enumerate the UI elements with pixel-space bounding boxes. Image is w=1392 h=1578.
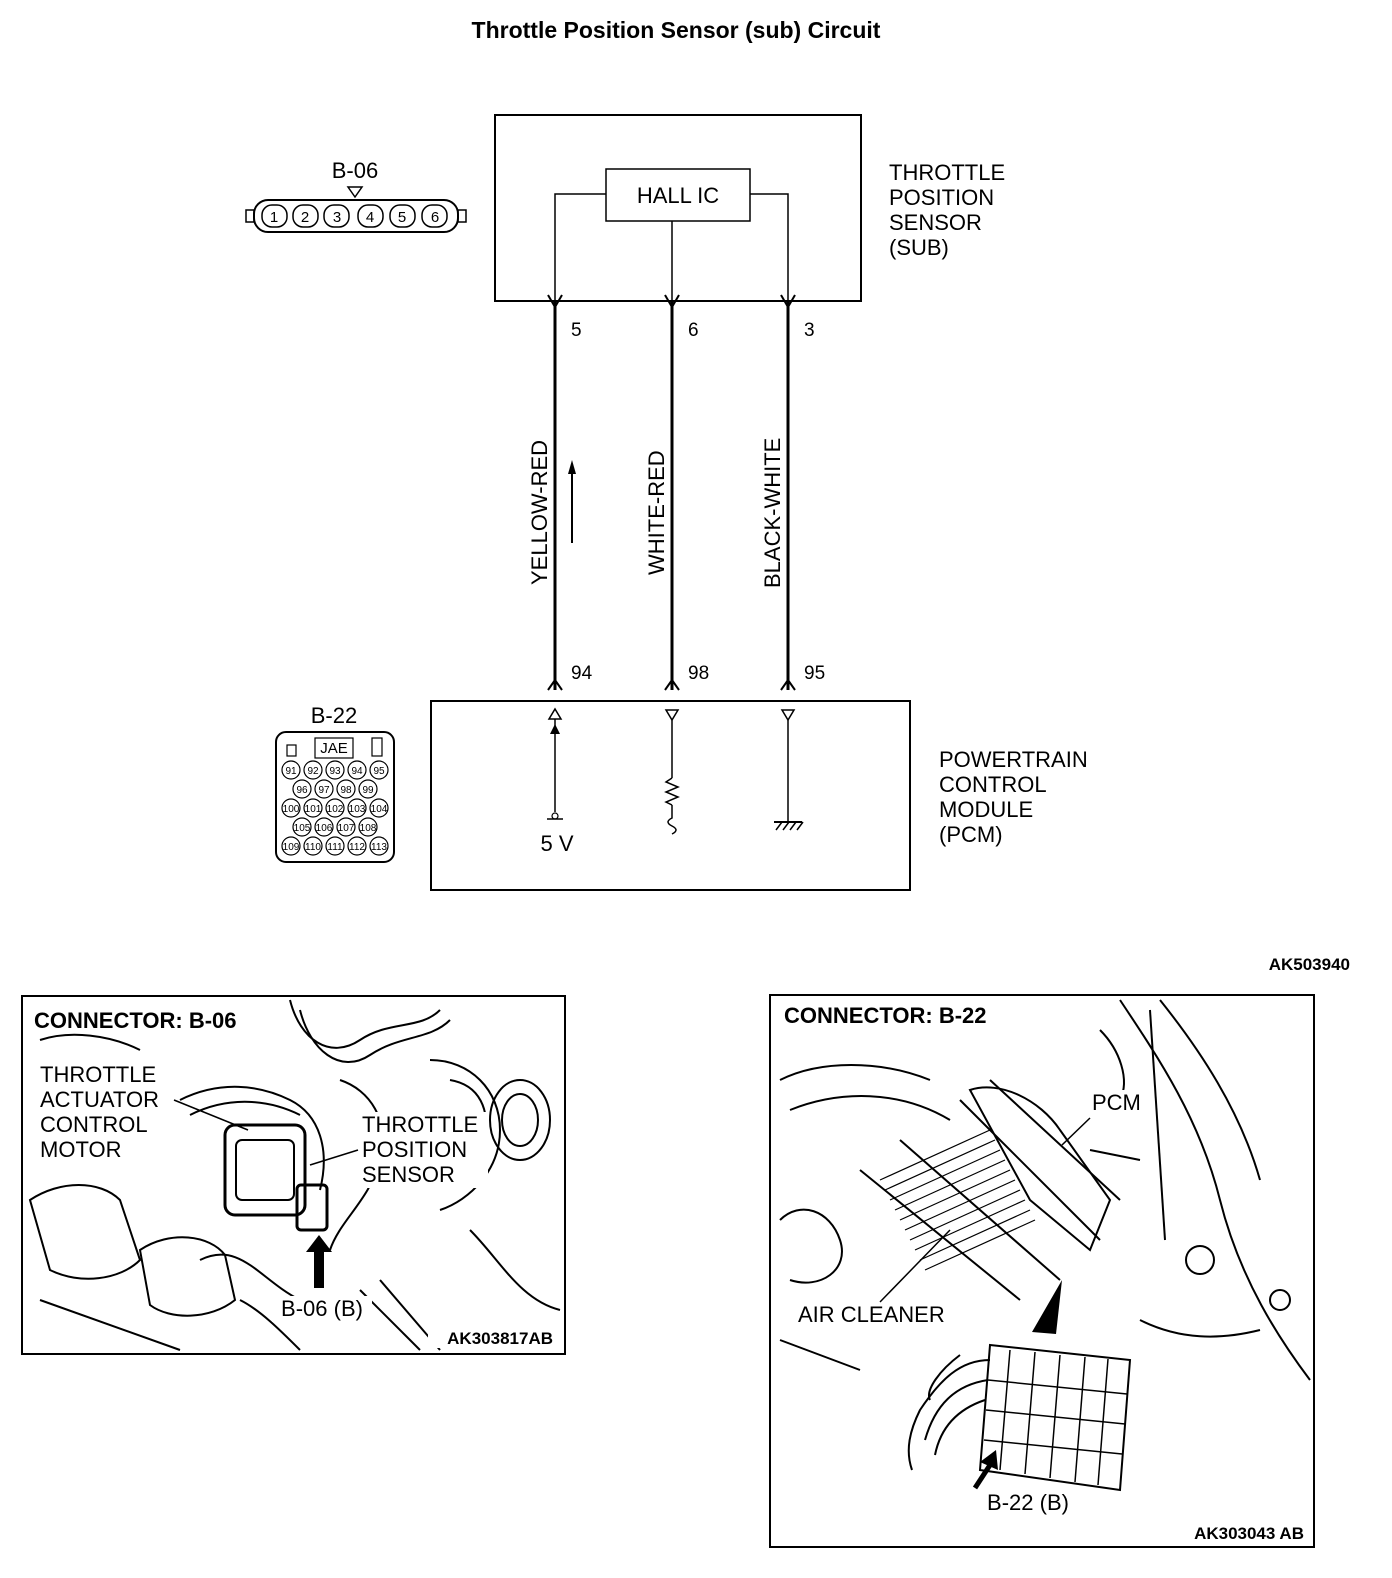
b22-pin: 107 [338,823,355,834]
b22-pin: 112 [349,842,365,853]
wire-color-label: BLACK-WHITE [760,438,785,588]
sensor-label-line: THROTTLE [889,160,1005,185]
callout-arrow [972,1450,998,1490]
b22-pin: 108 [360,823,377,834]
connector-b22-icon: B-22 JAE 91 92 93 94 95 96 97 98 99 [275,703,395,863]
diagram-code: AK503940 [1269,955,1350,974]
b22-pin: 94 [351,766,363,777]
callout-arrow [306,1235,332,1288]
b22-pin: 113 [371,842,387,853]
wire-black-white: 3 95 BLACK-WHITE [760,294,825,691]
photo-code: AK303817AB [447,1329,553,1348]
label-throttle-position-sensor: THROTTLE POSITION SENSOR [309,1112,488,1188]
hall-ic-label: HALL IC [637,183,719,208]
label-line: THROTTLE [362,1112,478,1137]
b22-pin: 104 [371,804,388,815]
hall-ic-block [605,168,751,222]
b06-pin: 3 [333,209,341,226]
throttle-position-sensor-box: HALL IC [494,114,862,302]
label-line: ACTUATOR [40,1087,159,1112]
b22-pin: 93 [329,766,341,777]
supply-5v-symbol: 5 V [540,707,574,856]
label-line: THROTTLE [40,1062,156,1087]
b22-pin: 111 [327,842,343,853]
pcm-label-line: (PCM) [939,822,1003,847]
label-throttle-actuator: THROTTLE ACTUATOR CONTROL MOTOR [38,1062,249,1162]
sensor-label-line: SENSOR [889,210,982,235]
ground-symbol [774,709,804,831]
b22-pin: 103 [349,804,366,815]
page-title: Throttle Position Sensor (sub) Circuit [472,17,881,43]
connector-b06-name: B-06 [332,158,378,183]
engine-line-art [779,999,1311,1381]
b06-pin: 4 [366,209,374,226]
label-line: MOTOR [40,1137,121,1162]
zoom-pointer [1032,1280,1062,1334]
callout-label: B-22 (B) [987,1490,1069,1515]
photo-connector-b22: CONNECTOR: B-22 PCM AIR CLEANER [769,994,1315,1548]
b06-pin: 1 [270,209,278,226]
pcm-pin-number: 94 [571,663,593,684]
pcm-label-line: POWERTRAIN [939,747,1088,772]
b22-pin: 109 [283,842,300,853]
b06-pin: 6 [431,209,439,226]
b22-pin: 105 [294,823,311,834]
sensor-pin-number: 6 [688,320,699,341]
b22-pin: 100 [283,804,300,815]
b22-pin: 96 [296,785,308,796]
b06-pin: 2 [301,209,309,226]
pcm-box: 5 V [430,700,911,891]
sensor-pin-number: 3 [804,320,815,341]
b06-pin: 5 [398,209,406,226]
pcm-label-line: CONTROL [939,772,1047,797]
sensor-pin-number: 5 [571,320,582,341]
wire-color-label: YELLOW-RED [527,440,552,585]
label-line: CONTROL [40,1112,148,1137]
connector-b06-icon: B-06 1 2 3 4 5 6 [245,158,467,233]
b22-pin: 98 [340,785,352,796]
b22-pin: 106 [316,823,333,834]
b22-pin: 110 [305,842,321,853]
pcm-pin-number: 95 [804,663,825,684]
b22-pin: 101 [305,804,322,815]
label-pcm: PCM [1092,1090,1141,1115]
sensor-label-line: (SUB) [889,235,949,260]
connector-b22-pins: 91 92 93 94 95 96 97 98 99 100 101 102 [281,760,389,856]
b22-pin: 92 [307,766,319,777]
sensor-label: THROTTLE POSITION SENSOR (SUB) [889,160,1005,260]
connector-b06-pins: 1 2 3 4 5 6 [261,204,448,228]
b22-pin: 95 [373,766,385,777]
signal-direction-arrow [568,460,576,543]
connector-b22-name: B-22 [311,703,357,728]
sensor-label-line: POSITION [889,185,994,210]
photo-connector-b06: CONNECTOR: B-06 THROTTLE ACTUATOR CONTRO… [21,995,566,1355]
label-line: SENSOR [362,1162,455,1187]
callout-label: B-06 (B) [281,1296,363,1321]
label-line: POSITION [362,1137,467,1162]
photo-heading: CONNECTOR: B-22 [784,1003,987,1028]
b22-pin: 99 [362,785,374,796]
b22-pin: 91 [285,766,297,777]
pcm-label-line: MODULE [939,797,1033,822]
pcm-connector-closeup [907,1343,1132,1492]
pcm-label: POWERTRAIN CONTROL MODULE (PCM) [939,747,1088,847]
resistor-symbol [664,709,680,835]
b22-pin: 102 [327,804,344,815]
wire-color-label: WHITE-RED [644,450,669,575]
wire-yellow-red: 5 94 YELLOW-RED [527,294,593,691]
pcm-pin-number: 98 [688,663,709,684]
b22-pin: 97 [318,785,330,796]
photo-code: AK303043 AB [1194,1524,1304,1543]
connector-b22-maker: JAE [320,740,348,757]
label-air-cleaner: AIR CLEANER [798,1302,945,1327]
photo-heading: CONNECTOR: B-06 [34,1008,237,1033]
supply-voltage-label: 5 V [540,831,573,856]
wire-white-red: 6 98 WHITE-RED [644,294,709,691]
